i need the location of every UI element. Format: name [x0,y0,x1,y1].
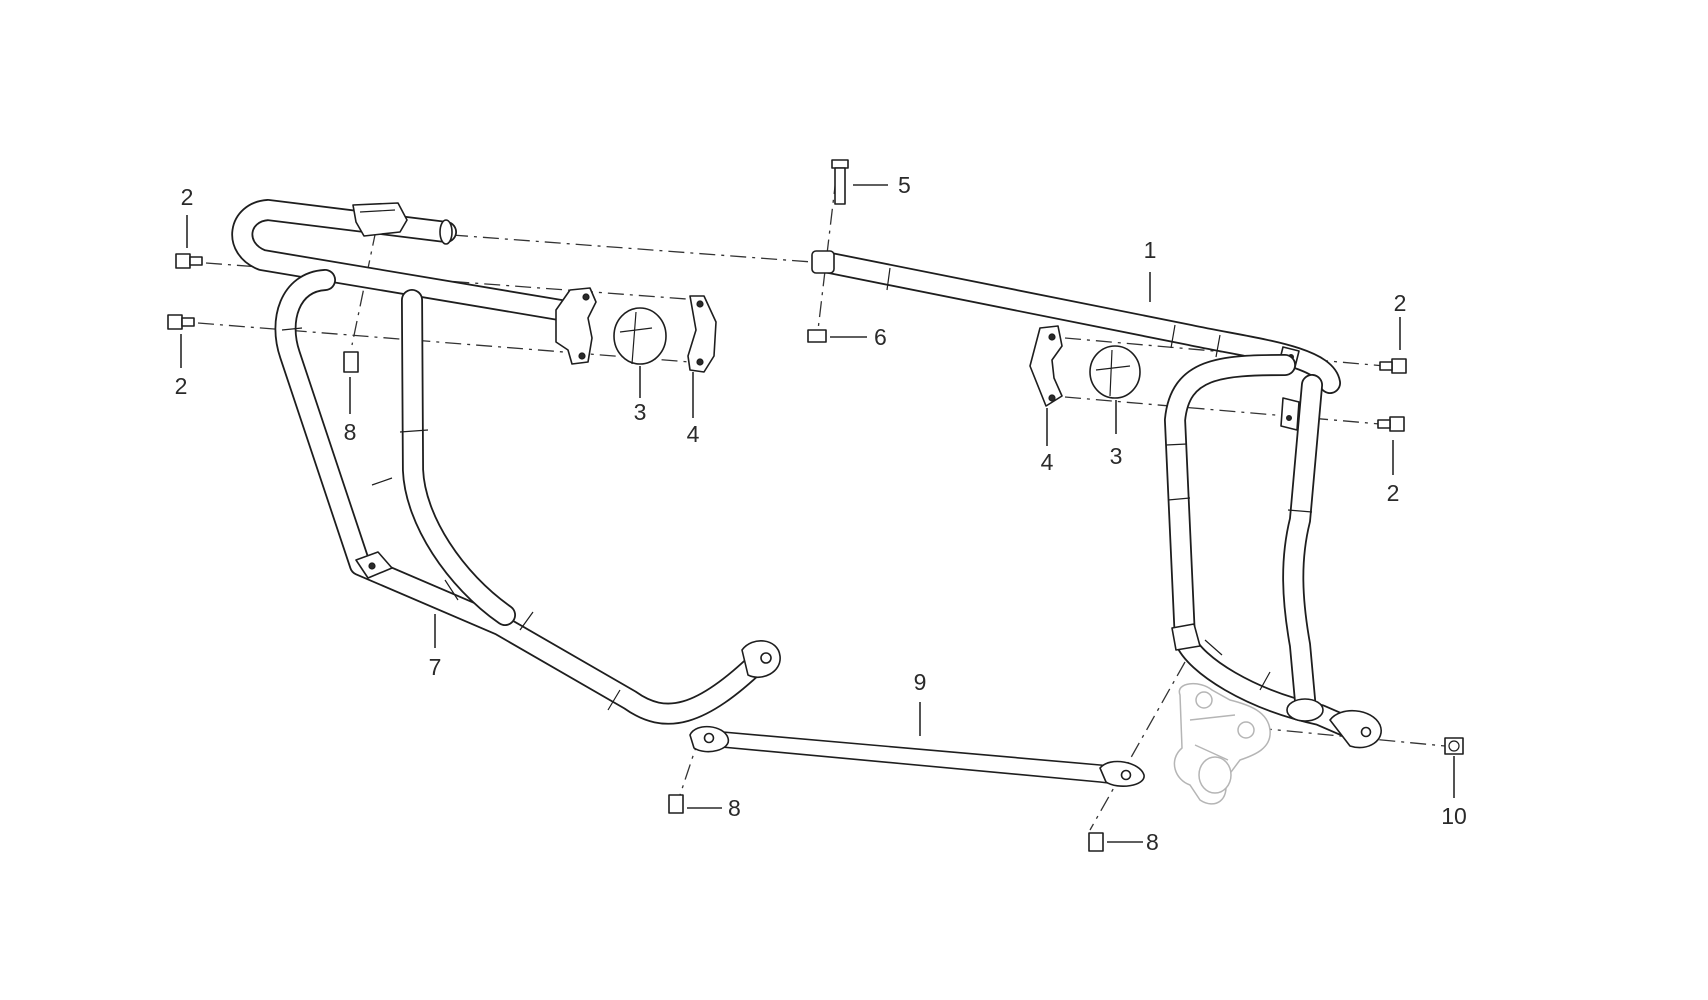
callout-leaders [180,184,1455,843]
callout-3-right: 3 [1110,443,1123,469]
right-clamp-set [1029,325,1141,407]
left-clamp-set [555,287,717,373]
callout-9: 9 [914,669,927,695]
callout-8-left-clamp: 8 [344,419,357,445]
callout-labels: 1 2 2 2 2 3 3 4 4 5 6 7 8 8 8 9 10 [175,172,1467,855]
callout-3-left: 3 [634,399,647,425]
reference-bracket-ghost [1173,683,1271,805]
callout-6: 6 [874,324,887,350]
callout-2-top-right: 2 [1394,290,1407,316]
main-cross-bar [811,250,1341,394]
lower-cross-strut [689,725,1145,787]
left-crash-bar [231,199,781,725]
callout-8-strut-left: 8 [728,795,741,821]
callout-4-left: 4 [687,421,700,447]
callout-2-bottom-left: 2 [175,373,188,399]
callout-8-strut-right: 8 [1146,829,1159,855]
callout-2-top-left: 2 [181,184,194,210]
callout-4-right: 4 [1041,449,1054,475]
callout-2-bottom-right: 2 [1387,480,1400,506]
callout-1: 1 [1144,237,1157,263]
callout-7: 7 [429,654,442,680]
right-crash-bar [1164,354,1382,749]
fasteners [167,159,1464,852]
callout-5: 5 [898,172,911,198]
callout-10: 10 [1441,803,1467,829]
